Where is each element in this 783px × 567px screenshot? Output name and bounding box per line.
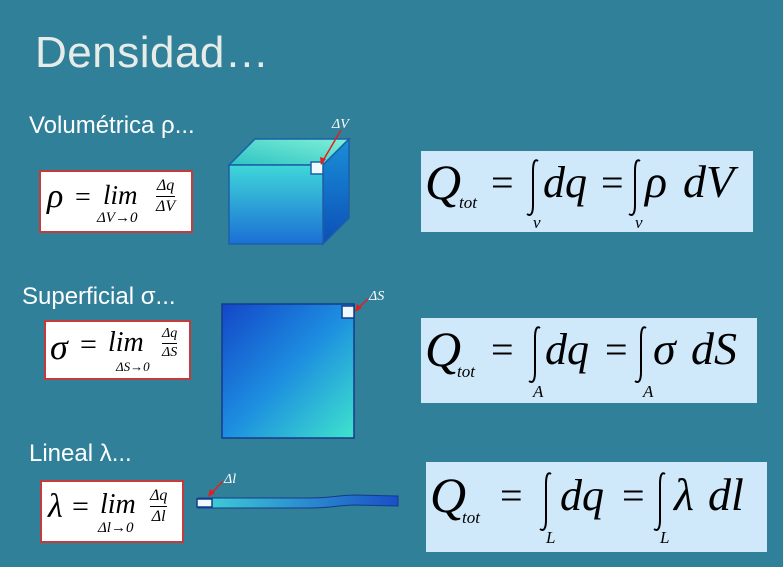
surface-charge-integral: Q tot = A dq = A σ dS [421,318,757,403]
density-sigma: σ [653,323,676,374]
cube-front-face [228,164,324,245]
fraction-denominator: ΔS [162,345,178,360]
definition-lim: lim [108,327,144,358]
charge-tot-subscript: tot [457,362,475,381]
definition-equals: = [80,328,97,361]
definition-symbol: λ [48,488,63,525]
slide-title: Densidad… [35,28,270,77]
charge-tot-subscript: tot [462,508,480,527]
definition-symbol: ρ [47,178,64,215]
fraction-denominator: Δl [151,508,166,525]
equals-1: = [491,160,514,205]
line-arrow-head [208,489,215,497]
integral-sign-1 [528,326,541,383]
definition-equals: = [75,182,91,213]
definition-fraction: Δq ΔS [162,326,178,361]
equals-2: = [601,160,624,205]
volume-arrow [320,129,342,165]
differential-dS: dS [691,323,737,374]
line-segment-figure: Δl [196,472,399,509]
volume-arrow-head [320,157,326,165]
surface-square-figure: ΔS [221,289,384,439]
surface-element-label: ΔS [368,289,384,304]
differential-dl: dl [708,469,744,520]
density-lambda: λ [674,469,694,520]
volumetric-charge-integral: Q tot = v dq = v ρ dV [421,151,753,232]
integral-sign-2 [628,159,641,216]
integral-lower-1: v [533,213,541,232]
integral-sign-1 [526,159,539,216]
surface-label: Superficial σ... [22,283,176,310]
linear-definition: λ = lim Δl→0 Δq Δl [40,480,184,543]
volume-cube-figure: ΔV [227,117,351,246]
definition-symbol: σ [50,327,68,367]
definition-fraction: Δq ΔV [156,177,176,216]
integral-sign-2 [653,472,666,531]
volumetric-label: Volumétrica ρ... [29,112,195,139]
fraction-numerator: Δq [150,487,168,504]
integral-lower-1: L [546,528,556,547]
surface-definition: σ = lim ΔS→0 Δq ΔS [44,320,191,380]
definition-limit-subscript: ΔS→0 [116,359,150,374]
differential-dV: dV [683,156,735,207]
equals-2: = [605,327,628,372]
integral-lower-2: v [635,213,643,232]
definition-lim: lim [103,180,138,210]
dq-term: dq [545,325,589,374]
definition-limit-subscript: Δl→0 [98,520,134,536]
line-rod [197,494,399,509]
surface-element-square [341,305,355,319]
fraction-bar [150,506,168,507]
definition-limit-subscript: ΔV→0 [97,210,138,226]
integral-lower-2: A [643,382,654,401]
linear-charge-integral: Q tot = L dq = L λ dl [426,462,767,552]
fraction-numerator: Δq [162,326,178,341]
line-element-label: Δl [223,472,236,487]
integral-sign-1 [539,472,552,531]
fraction-numerator: Δq [156,177,175,194]
fraction-bar [162,343,178,344]
volume-element-square [310,161,324,175]
dq-term: dq [543,158,587,207]
volumetric-definition: ρ = lim ΔV→0 Δq ΔV [39,170,193,233]
fraction-bar [156,196,176,197]
equals-1: = [500,473,523,518]
definition-equals: = [72,490,89,523]
integral-sign-2 [634,326,647,383]
line-element-square [196,498,213,508]
equals-2: = [622,473,645,518]
equals-1: = [491,327,514,372]
definition-lim: lim [100,489,136,520]
dq-term: dq [560,471,604,520]
charge-Q: Q [430,467,467,523]
linear-label: Lineal λ... [29,440,132,467]
surface-square [221,303,355,439]
surface-arrow-head [355,304,362,312]
definition-fraction: Δq Δl [150,487,168,526]
charge-Q: Q [425,321,462,377]
density-rho: ρ [645,156,668,207]
charge-tot-subscript: tot [459,193,477,212]
charge-Q: Q [425,154,462,210]
volume-element-label: ΔV [331,117,350,132]
integral-lower-2: L [660,528,670,547]
integral-lower-1: A [533,382,544,401]
fraction-denominator: ΔV [156,198,176,215]
